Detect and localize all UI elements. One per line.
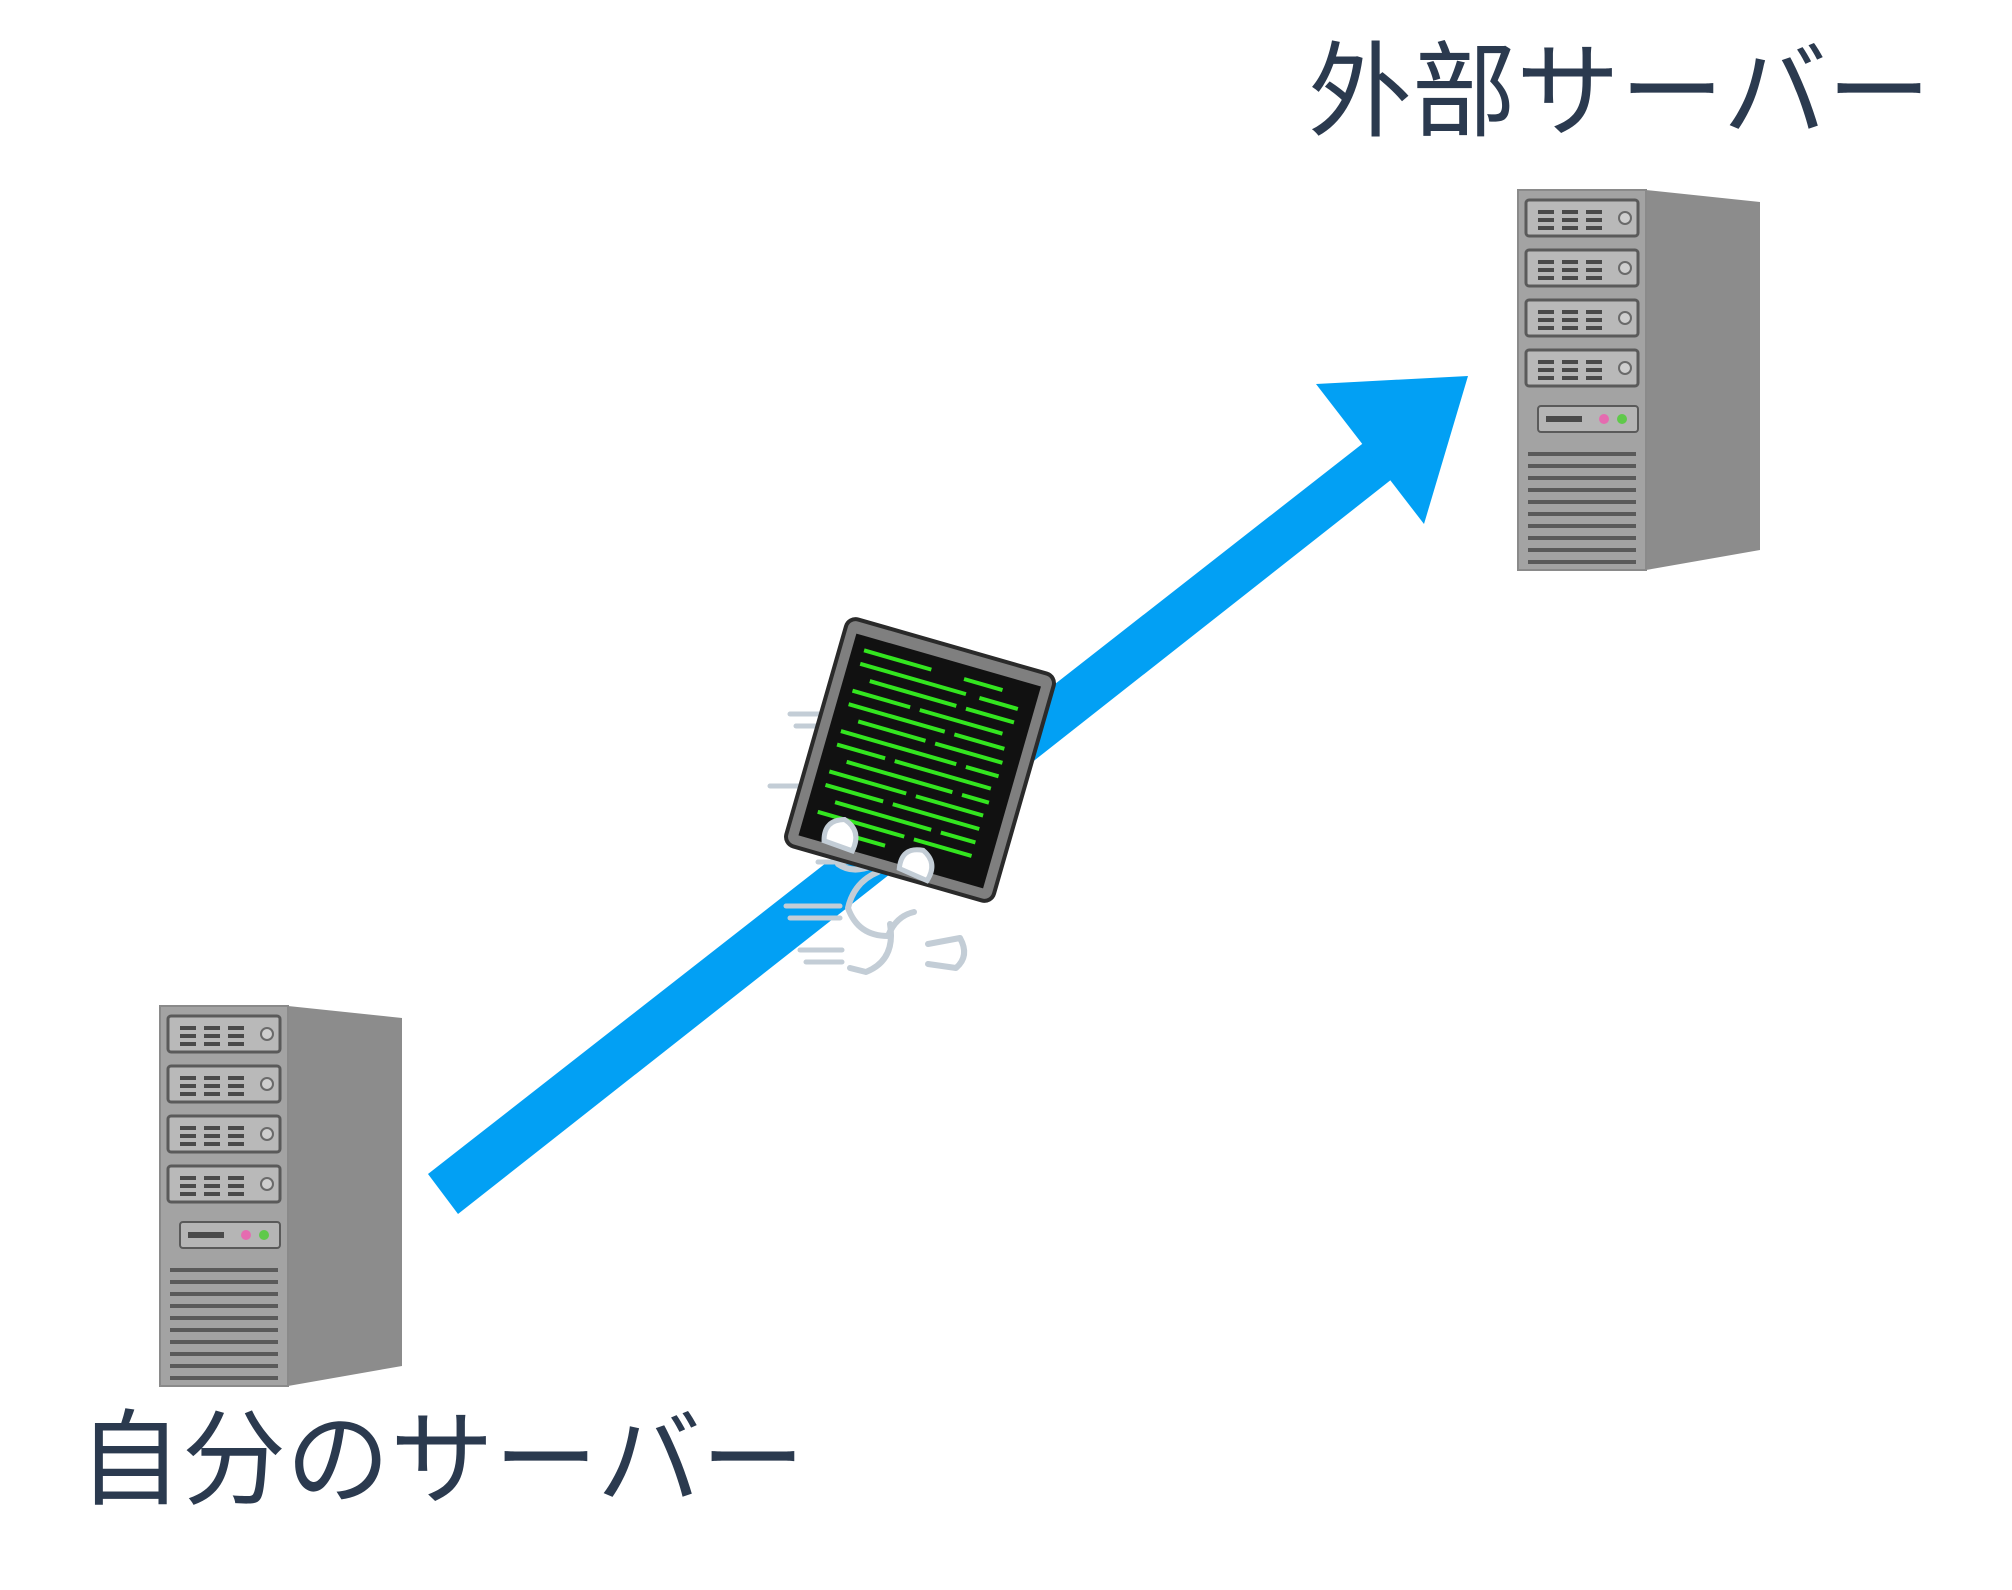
external-server-label: 外部サーバー bbox=[1308, 31, 1931, 153]
local-server-label: 自分のサーバー bbox=[78, 1399, 805, 1521]
running-terminal-icon bbox=[767, 617, 1056, 975]
local-server-icon bbox=[158, 1004, 404, 1388]
arrow-head bbox=[1316, 376, 1468, 524]
external-server-icon bbox=[1516, 188, 1762, 572]
